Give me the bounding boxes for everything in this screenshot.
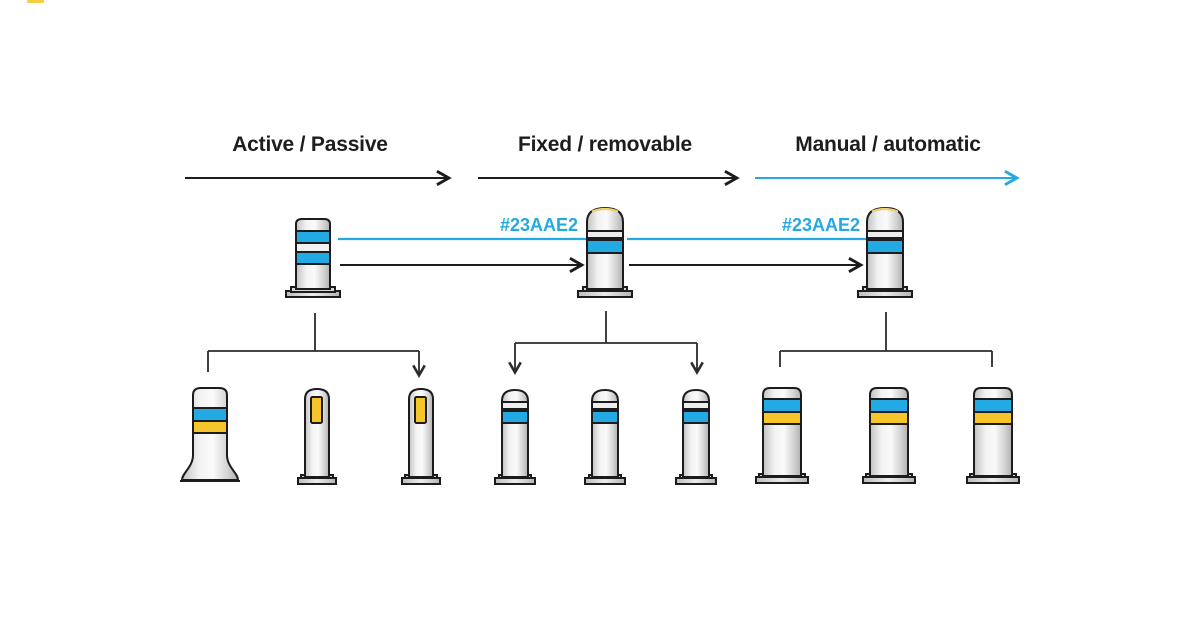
tree-connector-fixed-removable bbox=[508, 311, 704, 376]
striped-wide-bollard-icon-1 bbox=[755, 387, 809, 484]
blue-band-post-bollard-icon-3 bbox=[675, 389, 717, 485]
tree-connector-manual-automatic bbox=[779, 312, 993, 367]
bollard-manual-automatic-icon bbox=[857, 206, 913, 298]
column-header-manual-automatic: Manual / automatic bbox=[795, 133, 981, 156]
flexible-flared-bollard-icon bbox=[180, 387, 240, 482]
reflector-post-bollard-icon-2 bbox=[401, 388, 441, 485]
bollard-fixed-removable-icon bbox=[577, 206, 633, 298]
blue-band-post-bollard-icon-1 bbox=[494, 389, 536, 485]
color-hex-label-2: #23AAE2 bbox=[781, 215, 860, 235]
striped-wide-bollard-icon-2 bbox=[862, 387, 916, 484]
color-hex-label-1: #23AAE2 bbox=[499, 215, 578, 235]
reflector-post-bollard-icon-1 bbox=[297, 388, 337, 485]
column-header-active-passive: Active / Passive bbox=[232, 133, 388, 156]
top-left-yellow-dash bbox=[27, 0, 44, 3]
tree-connector-active-passive bbox=[207, 313, 426, 379]
bollard-active-passive-icon bbox=[285, 218, 341, 298]
blue-band-post-bollard-icon-2 bbox=[584, 389, 626, 485]
striped-wide-bollard-icon-3 bbox=[966, 387, 1020, 484]
column-header-fixed-removable: Fixed / removable bbox=[517, 133, 692, 156]
